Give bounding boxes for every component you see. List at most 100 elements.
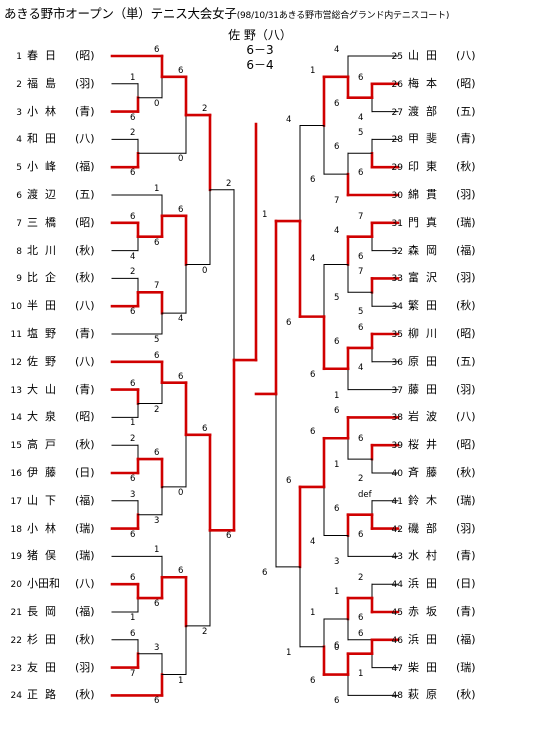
player-club: (昭)	[75, 49, 95, 62]
match-score: 6	[358, 323, 364, 333]
player-club: (福)	[75, 160, 95, 174]
player-name: 伊藤	[27, 466, 63, 479]
match-score: 4	[358, 362, 364, 373]
player-name: 森岡	[408, 243, 444, 257]
match-score: 6	[310, 369, 316, 380]
match-score: 6	[154, 448, 160, 459]
player-name: 原田	[408, 354, 444, 368]
player-number: 30	[391, 191, 403, 201]
player-number: 32	[391, 246, 403, 257]
page-subtitle: (98/10/31あきる野市営総合グランド内テニスコート)	[236, 11, 450, 21]
player-name: 福島	[27, 76, 63, 90]
match-score: 2	[202, 104, 208, 115]
player-club: (羽)	[75, 76, 95, 90]
player-number: 20	[10, 580, 22, 591]
player-name: 佐野	[27, 354, 63, 368]
player-club: (昭)	[75, 215, 95, 229]
player-name: 大山	[27, 382, 63, 396]
player-name: 小林	[27, 104, 63, 118]
match-score: 4	[358, 112, 364, 123]
match-score: 1	[286, 647, 292, 658]
player-number: 18	[10, 524, 22, 535]
player-number: 9	[16, 274, 22, 285]
player-club: (昭)	[456, 438, 476, 452]
player-name: 渡辺	[27, 188, 63, 201]
player-number: 42	[391, 524, 403, 535]
player-club: (羽)	[456, 188, 476, 201]
player-club: (秋)	[456, 160, 476, 174]
match-score: 2	[226, 178, 232, 189]
match-score: 1	[178, 675, 184, 686]
match-score: 6	[334, 336, 340, 347]
match-score: 4	[286, 114, 292, 125]
player-name: 磯部	[408, 521, 444, 535]
player-club: (羽)	[75, 660, 95, 674]
player-number: 26	[391, 79, 403, 90]
final-set1: 6－3	[246, 43, 274, 57]
player-name: 藤田	[408, 382, 444, 396]
player-name: 小林	[27, 521, 63, 535]
player-club: (日)	[456, 577, 476, 591]
player-name: 高戸	[27, 438, 63, 452]
match-score: 6	[178, 371, 184, 382]
match-score: 0	[202, 265, 208, 276]
player-club: (青)	[75, 104, 95, 118]
match-score: 5	[358, 307, 364, 318]
player-name: 赤坂	[408, 605, 444, 618]
match-score: 6	[286, 317, 292, 328]
player-number: 15	[10, 441, 22, 452]
match-score: 5	[154, 335, 160, 345]
player-number: 35	[391, 330, 403, 340]
player-club: (八)	[456, 410, 476, 424]
match-score: 6	[154, 237, 160, 248]
player-name: 富沢	[408, 271, 444, 285]
match-score: 6	[310, 675, 316, 686]
match-score: 6	[130, 573, 136, 584]
player-number: 28	[391, 135, 403, 146]
final-result: 佐 野（八） 6－3 6－4	[228, 28, 292, 73]
player-number: 4	[16, 135, 22, 146]
player-name: 桜井	[408, 438, 444, 452]
player-name: 繁田	[408, 299, 444, 313]
match-score: 1	[358, 668, 364, 679]
match-score: 6	[154, 696, 160, 707]
match-score: 1	[334, 390, 340, 401]
match-score: 2	[358, 474, 364, 484]
match-score: 1	[262, 210, 268, 221]
match-score: 6	[286, 475, 292, 486]
match-score: 2	[130, 267, 136, 278]
player-name: 比企	[27, 271, 63, 285]
match-score: 4	[334, 45, 340, 55]
player-club: (福)	[75, 605, 95, 618]
match-score: def	[358, 489, 372, 500]
match-score: 1	[130, 418, 136, 429]
match-score: 6	[334, 640, 340, 651]
match-score: 1	[310, 65, 316, 76]
player-club: (秋)	[75, 438, 95, 452]
player-club: (昭)	[456, 76, 476, 90]
player-club: (青)	[456, 549, 476, 563]
player-club: (五)	[456, 354, 476, 368]
player-club: (八)	[75, 132, 95, 146]
match-score: 4	[178, 314, 184, 325]
player-number: 33	[391, 274, 403, 285]
player-number: 22	[10, 635, 22, 646]
player-number: 48	[391, 691, 403, 702]
